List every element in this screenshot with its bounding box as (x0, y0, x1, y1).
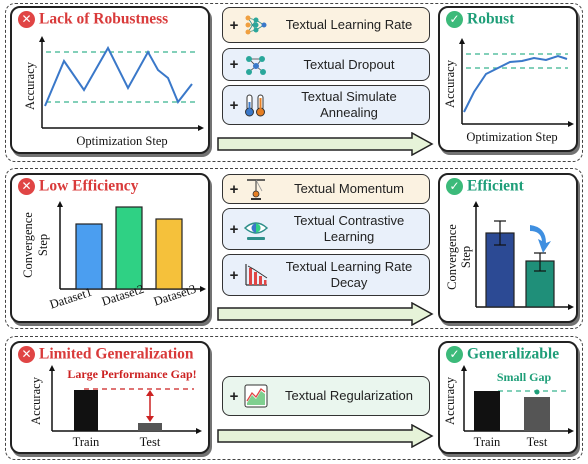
low-efficiency-card: ✕Low Efficiency Dataset1 Dataset2 Datase… (10, 173, 210, 323)
robustness-problem-plot: Accuracy Optimization Step (23, 36, 204, 148)
tick-train: Train (474, 435, 501, 449)
regularization-chart-icon (244, 384, 268, 408)
technique-textual-learning-rate: + Textual Learning Rate (222, 7, 430, 43)
thermometer-icon (245, 94, 265, 117)
generalizable-title: ✓Generalizable (446, 345, 559, 363)
low-efficiency-plot: Dataset1 Dataset2 Dataset3 Convergence S… (21, 201, 206, 312)
technique-textual-learning-rate-decay: + Textual Learning Rate Decay (222, 254, 430, 296)
y-axis-label-line1: Convergence (445, 224, 459, 290)
technique-textual-momentum: + Textual Momentum (222, 174, 430, 204)
y-axis-label: Accuracy (29, 376, 43, 425)
dropout-nodes-icon (246, 55, 266, 75)
x-axis-label: Optimization Step (76, 134, 167, 148)
y-axis-label: Accuracy (443, 59, 457, 108)
oscillating-accuracy-line (44, 45, 193, 107)
neural-network-icon (245, 15, 267, 35)
tick-test: Test (140, 435, 161, 449)
x-circle-icon: ✕ (18, 345, 35, 363)
technique-label: Textual Regularization (285, 388, 413, 403)
robustness-solution-plot: Accuracy Optimization Step (443, 38, 574, 144)
bar-dataset3 (155, 218, 183, 290)
robust-card: ✓Robust Accuracy Optimization Step (438, 6, 578, 152)
robust-title: ✓Robust (446, 10, 514, 28)
y-axis-label-line2: Step (459, 246, 473, 268)
x-axis-label: Optimization Step (466, 130, 557, 144)
error-bar-after (534, 252, 546, 272)
generalization-section (5, 336, 583, 460)
pendulum-icon (247, 179, 265, 200)
small-gap-label: Small Gap (497, 370, 552, 384)
efficiency-section (5, 168, 583, 329)
technique-textual-simulate-annealing: + Textual Simulate Annealing (222, 85, 430, 125)
large-gap-label: Large Performance Gap! (67, 367, 196, 381)
check-circle-icon: ✓ (446, 177, 463, 195)
limited-generalization-card: ✕Limited Generalization Large Performanc… (10, 341, 210, 454)
technique-textual-regularization: + Textual Regularization (222, 376, 430, 416)
bar-train (74, 390, 98, 431)
x-circle-icon: ✕ (18, 10, 35, 28)
bar-train (474, 391, 500, 431)
y-axis-label: Accuracy (23, 61, 37, 110)
lack-of-robustness-title: ✕Lack of Robustness (18, 10, 168, 28)
bar-test (524, 397, 550, 431)
tick-train: Train (73, 435, 100, 449)
check-circle-icon: ✓ (446, 10, 463, 28)
bar-dataset2 (115, 206, 143, 290)
gap-marker (534, 389, 540, 395)
contrast-eye-icon (243, 222, 269, 240)
stable-accuracy-line (463, 54, 568, 113)
efficient-plot: Convergence Step (445, 201, 574, 310)
bar-dataset1 (75, 223, 103, 290)
x-circle-icon: ✕ (18, 177, 35, 195)
robustness-section (5, 3, 583, 162)
transition-arrow (217, 302, 434, 326)
efficient-title: ✓Efficient (446, 177, 524, 195)
technique-textual-contrastive-learning: + Textual Contrastive Learning (222, 208, 430, 250)
decay-chart-icon (245, 264, 268, 286)
bar-test (138, 423, 162, 431)
y-axis-label-line2: Step (36, 234, 50, 256)
limited-generalization-plot: Large Performance Gap! Accuracy Train Te… (29, 365, 202, 449)
technique-label: Textual Learning Rate (285, 17, 413, 32)
technique-label: Textual Simulate Annealing (301, 89, 397, 120)
y-axis-label: Accuracy (443, 376, 457, 425)
technique-label: Textual Momentum (294, 181, 404, 196)
y-axis-label-line1: Convergence (21, 212, 35, 278)
limited-generalization-title: ✕Limited Generalization (18, 345, 194, 363)
error-bar-before (494, 220, 506, 246)
transition-arrow (217, 424, 434, 448)
decrease-arrow-icon (530, 225, 551, 253)
generalizable-card: ✓Generalizable Small Gap Accuracy Train … (438, 341, 578, 454)
tick-test: Test (527, 435, 548, 449)
technique-label: Textual Contrastive Learning (293, 213, 405, 244)
technique-textual-dropout: + Textual Dropout (222, 48, 430, 81)
check-circle-icon: ✓ (446, 345, 463, 363)
generalizable-plot: Small Gap Accuracy Train Test (443, 365, 574, 449)
low-efficiency-title: ✕Low Efficiency (18, 177, 138, 195)
technique-label: Textual Learning Rate Decay (285, 259, 413, 290)
transition-arrow (217, 132, 434, 156)
efficient-card: ✓Efficient Convergence Step (438, 173, 578, 323)
technique-label: Textual Dropout (303, 56, 395, 72)
gap-double-arrow (146, 390, 154, 422)
lack-of-robustness-card: ✕Lack of Robustness Accuracy Optimizatio… (10, 6, 210, 154)
